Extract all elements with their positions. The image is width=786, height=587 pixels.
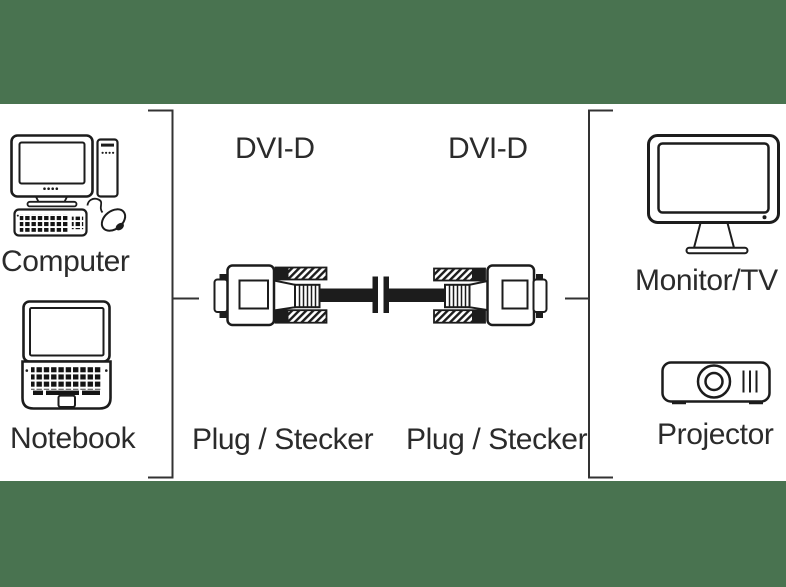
- dvi-cable-icon: [213, 264, 548, 327]
- left-thumbscrews: [274, 266, 328, 324]
- notebook-label: Notebook: [10, 422, 136, 455]
- bottom-green-band: [0, 481, 786, 587]
- projector-label: Projector: [657, 418, 774, 451]
- left-plug-face: [213, 278, 229, 313]
- right-plug-face: [532, 278, 548, 313]
- plug-label-left: Plug / Stecker: [192, 423, 374, 456]
- left-boot: [294, 283, 321, 309]
- projector-vents: [742, 370, 758, 393]
- computer-label: Computer: [1, 245, 130, 278]
- right-thumbscrews: [433, 267, 486, 324]
- pc-tower-icon: [96, 138, 119, 198]
- notebook-icon: [21, 300, 112, 410]
- plug-label-right: Plug / Stecker: [406, 423, 588, 456]
- tower-dots: [101, 151, 115, 154]
- mouse-icon: [100, 208, 127, 232]
- right-boot: [444, 283, 471, 309]
- monitor-dots: [43, 187, 59, 190]
- monitor-tv-label: Monitor/TV: [635, 264, 778, 297]
- cable-break-icon: [372, 276, 389, 313]
- right-bracket: [565, 109, 613, 479]
- left-bracket: [148, 109, 199, 479]
- mouse-cable: [86, 197, 104, 214]
- top-green-band: [0, 0, 786, 104]
- projector-lens-icon: [696, 364, 732, 399]
- crt-monitor-icon: [10, 134, 94, 198]
- notebook-bottom-key-row: [33, 390, 100, 395]
- trackpad-button: [57, 394, 76, 409]
- desktop-computer-icon: [10, 134, 127, 237]
- dvi-label-left: DVI-D: [235, 132, 315, 165]
- dvi-label-right: DVI-D: [448, 132, 528, 165]
- monitor-tv-icon: [647, 134, 780, 255]
- projector-icon: [661, 361, 771, 405]
